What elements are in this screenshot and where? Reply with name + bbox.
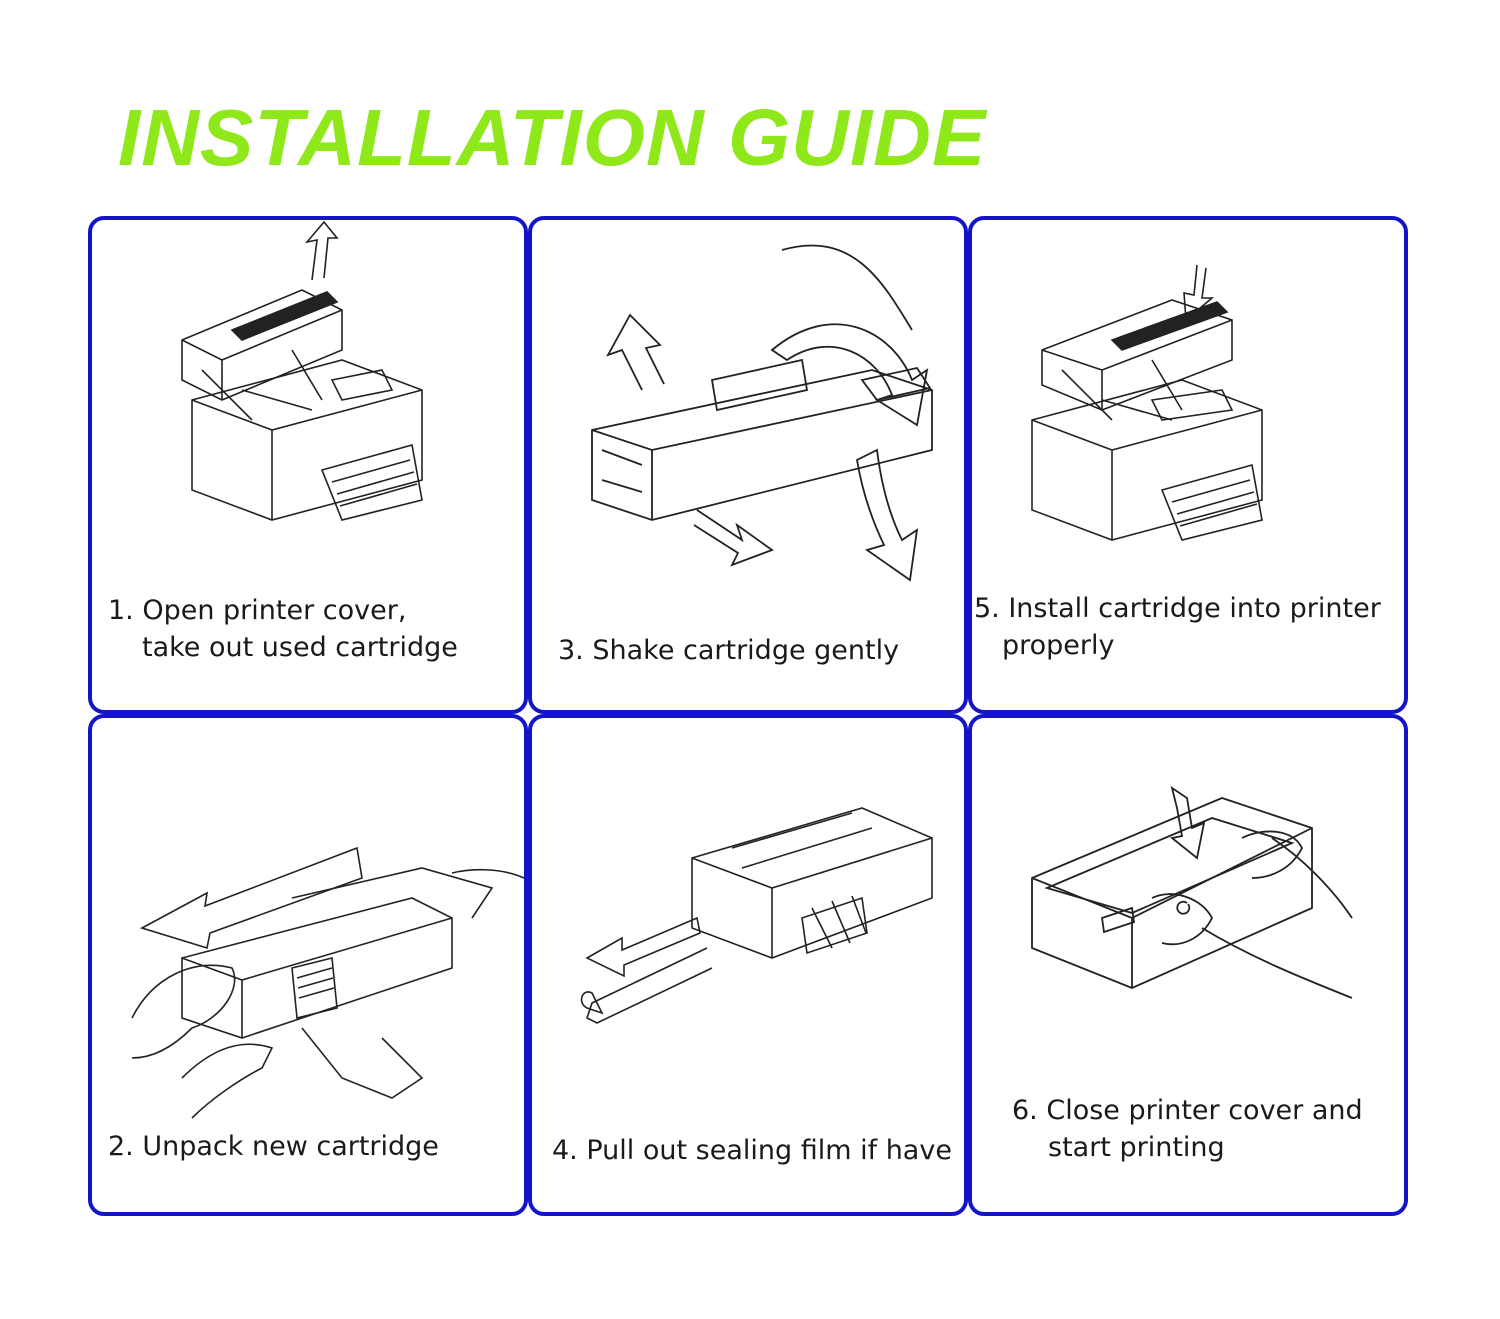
step-caption-6: 6. Close printer cover and start printin… [1012, 1092, 1363, 1166]
page-title: INSTALLATION GUIDE [118, 93, 987, 182]
step-panel-5: 5. Install cartridge into printer proper… [968, 216, 1408, 714]
step-panel-2: 2. Unpack new cartridge [88, 714, 528, 1216]
step-caption-4: 4. Pull out sealing film if have [552, 1132, 952, 1169]
shake-cartridge-illustration [532, 220, 964, 710]
step-panel-6: 6. Close printer cover and start printin… [968, 714, 1408, 1216]
step-caption-2-line1: 2. Unpack new cartridge [108, 1131, 439, 1162]
step-caption-5-line1: 5. Install cartridge into printer [974, 593, 1381, 624]
unpack-cartridge-illustration [92, 718, 524, 1212]
step-caption-5: 5. Install cartridge into printer proper… [974, 590, 1381, 664]
step-caption-2: 2. Unpack new cartridge [108, 1128, 439, 1165]
close-printer-cover-illustration [972, 718, 1404, 1212]
step-panel-3: 3. Shake cartridge gently [528, 216, 968, 714]
step-caption-5-line2: properly [1002, 630, 1115, 661]
step-caption-3: 3. Shake cartridge gently [558, 632, 899, 669]
step-caption-1-line1: 1. Open printer cover, [108, 595, 407, 626]
step-caption-1-line2: take out used cartridge [142, 632, 458, 663]
step-caption-6-line1: 6. Close printer cover and [1012, 1095, 1363, 1126]
install-cartridge-illustration [972, 220, 1404, 710]
step-panel-4: 4. Pull out sealing film if have [528, 714, 968, 1216]
step-panel-1: 1. Open printer cover, take out used car… [88, 216, 528, 714]
step-caption-6-line2: start printing [1048, 1132, 1225, 1163]
step-caption-4-line1: 4. Pull out sealing film if have [552, 1135, 952, 1166]
step-caption-1: 1. Open printer cover, take out used car… [108, 592, 458, 666]
open-printer-illustration [92, 220, 524, 710]
step-caption-3-line1: 3. Shake cartridge gently [558, 635, 900, 666]
pull-sealing-film-illustration [532, 718, 964, 1212]
